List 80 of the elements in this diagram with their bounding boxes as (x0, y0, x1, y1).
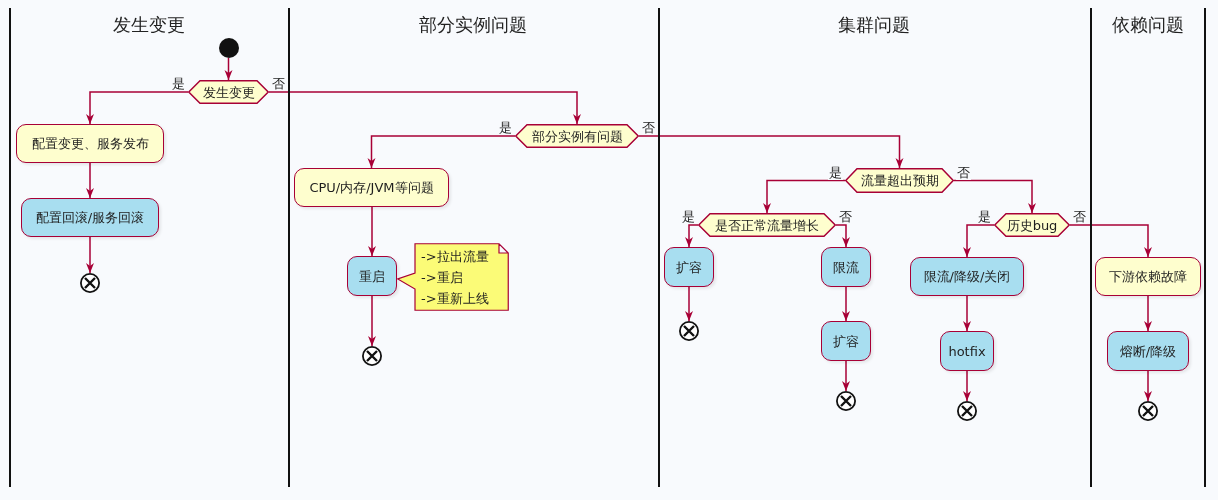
decision-label: 历史bug (1006, 216, 1058, 234)
arrow (835, 224, 850, 248)
lane-header: 发生变更 (112, 13, 185, 37)
action-label: hotfix (948, 342, 986, 360)
action-label: 扩容 (833, 332, 859, 350)
crossed-circle-icon (836, 391, 856, 411)
action-box (1107, 331, 1189, 371)
edge-label: 否 (641, 120, 656, 135)
note-line: ->重启 (421, 269, 463, 287)
edge-label: 否 (956, 164, 971, 180)
arrow (268, 91, 581, 125)
crossed-circle-icon (362, 346, 382, 366)
lane-header: 集群问题 (838, 13, 910, 37)
edge-label: 否 (838, 209, 853, 224)
arrow (685, 286, 693, 322)
arrow (953, 179, 1036, 214)
action-box (821, 321, 871, 361)
arrow (86, 162, 94, 199)
arrow (685, 224, 699, 248)
decision-hexagon (515, 124, 639, 148)
action-box (940, 331, 994, 371)
edge-label: 是 (681, 209, 696, 224)
decision-label: 是否正常流量增长 (715, 216, 819, 234)
arrow (368, 206, 376, 257)
arrow (842, 286, 850, 322)
action-label: 扩容 (676, 258, 702, 276)
arrow (367, 135, 516, 169)
swimlane (1090, 8, 1206, 487)
action-label: 熔断/降级 (1119, 342, 1177, 360)
note-line: ->重新上线 (421, 290, 489, 308)
action-box (664, 247, 714, 287)
arrow (224, 57, 233, 81)
arrow (842, 360, 850, 392)
arrow (763, 179, 846, 214)
start-dot-icon (219, 38, 239, 58)
arrow (963, 295, 971, 332)
action-label: 限流/降级/关闭 (923, 268, 1011, 285)
decision-hexagon (698, 213, 836, 237)
action-label: 配置回滚/服务回滚 (35, 209, 145, 226)
action-label: 下游依赖故障 (1109, 268, 1187, 285)
crossed-circle-icon (957, 401, 977, 421)
action-box (21, 198, 159, 237)
action-box (1095, 257, 1201, 296)
action-label: 限流 (833, 258, 859, 276)
lane-header: 依赖问题 (1112, 13, 1184, 37)
action-label: 重启 (359, 267, 385, 285)
action-box (16, 124, 164, 163)
arrow (1069, 224, 1152, 258)
note-line: ->拉出流量 (421, 248, 489, 266)
edge-label: 是 (977, 209, 992, 224)
lane-header: 部分实例问题 (419, 13, 527, 37)
decision-label: 发生变更 (202, 83, 255, 101)
action-label: CPU/内存/JVM等问题 (309, 179, 434, 196)
action-box (347, 256, 397, 296)
crossed-circle-icon (80, 273, 100, 293)
crossed-circle-icon (679, 321, 699, 341)
action-box (821, 247, 871, 287)
decision-hexagon (188, 80, 269, 104)
arrow (638, 135, 904, 169)
arrow (963, 224, 995, 258)
edge-label: 否 (271, 76, 286, 91)
edge-label: 是 (171, 76, 186, 91)
arrow (368, 295, 376, 347)
arrow (963, 370, 971, 402)
action-box (910, 257, 1024, 296)
action-label: 配置变更、服务发布 (31, 135, 149, 152)
arrow (1144, 295, 1152, 332)
crossed-circle-icon (1138, 401, 1158, 421)
note (397, 243, 509, 311)
arrow (86, 91, 189, 125)
edge-label: 否 (1072, 209, 1087, 224)
arrow (1144, 370, 1152, 402)
edge-label: 是 (828, 164, 843, 180)
decision-hexagon (845, 168, 954, 193)
decision-label: 部分实例有问题 (531, 127, 623, 145)
arrow (86, 236, 94, 274)
edge-label: 是 (498, 120, 513, 135)
action-box (294, 168, 449, 207)
decision-hexagon (994, 213, 1070, 237)
decision-label: 流量超出预期 (860, 172, 939, 189)
